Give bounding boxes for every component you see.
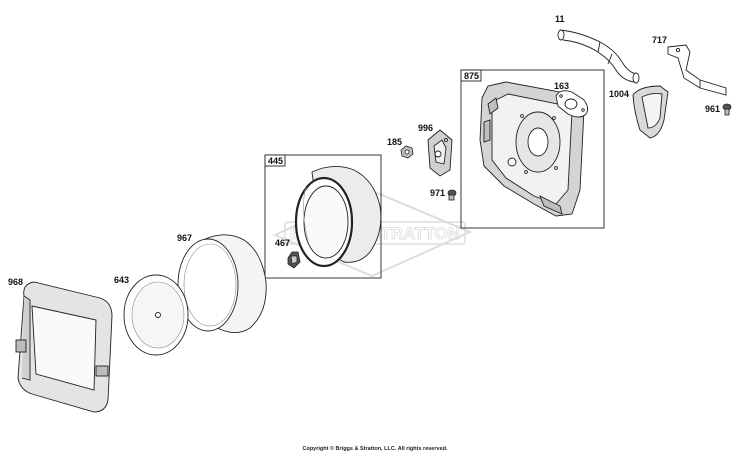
label-box-445 <box>264 154 286 167</box>
label-996: 996 <box>418 123 433 133</box>
label-163: 163 <box>554 81 569 91</box>
label-467: 467 <box>275 238 290 248</box>
label-11: 11 <box>555 14 565 24</box>
part-467-clip <box>287 251 301 269</box>
label-1004: 1004 <box>609 89 629 99</box>
label-185: 185 <box>387 137 402 147</box>
part-1004-air-guide <box>632 85 669 139</box>
part-968-cover <box>15 281 113 413</box>
part-996-plate <box>427 129 453 177</box>
label-971: 971 <box>430 188 445 198</box>
copyright-notice: Copyright © Briggs & Stratton, LLC. All … <box>302 446 448 452</box>
part-717-bracket <box>667 44 727 96</box>
part-163-gasket <box>555 90 589 118</box>
label-875: 875 <box>464 71 479 81</box>
label-961: 961 <box>705 104 720 114</box>
label-717: 717 <box>652 35 667 45</box>
part-11-hose <box>557 29 640 84</box>
part-643-filter <box>123 274 189 356</box>
part-967-band <box>177 234 267 333</box>
part-445-precleaner <box>294 166 382 268</box>
part-961-screw <box>722 103 732 116</box>
label-445: 445 <box>268 156 283 166</box>
label-968: 968 <box>8 277 23 287</box>
label-box-875 <box>460 69 482 82</box>
label-643: 643 <box>114 275 129 285</box>
part-185-nut <box>400 145 414 159</box>
label-967: 967 <box>177 233 192 243</box>
box-875 <box>460 69 605 229</box>
part-971-screw <box>447 189 457 201</box>
part-875-air-cleaner-base <box>479 81 585 217</box>
